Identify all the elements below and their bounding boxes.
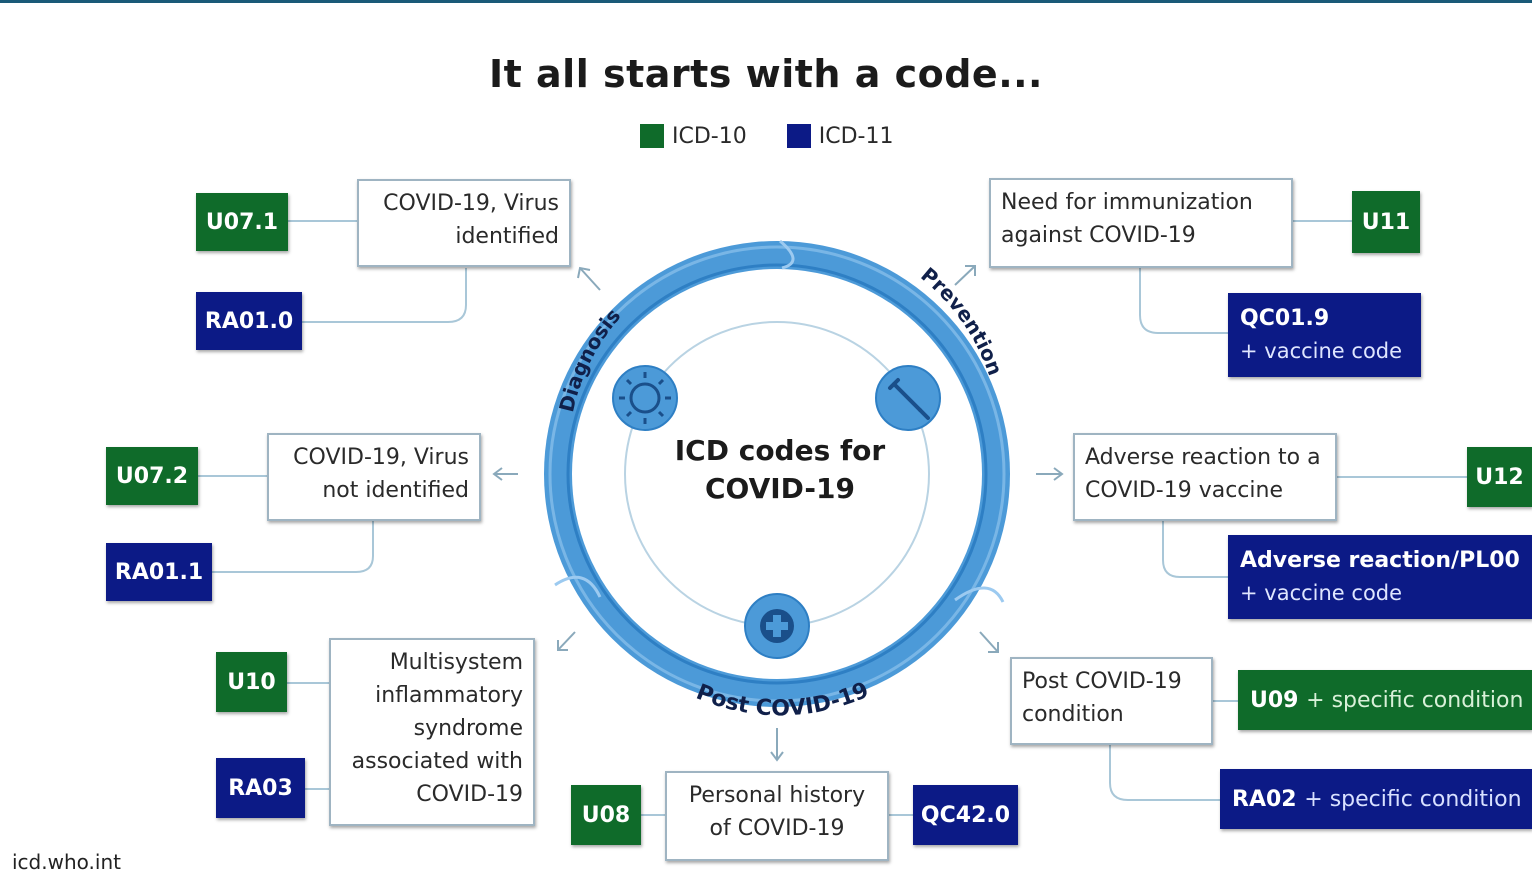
footer-source: icd.who.int [12, 850, 121, 874]
legend: ICD-10 ICD-11 [640, 120, 919, 152]
code-qc420: QC42.0 [913, 785, 1018, 845]
code-u072: U07.2 [106, 447, 198, 505]
legend-swatch-icd11 [786, 124, 811, 148]
legend-item-icd10: ICD-10 [640, 124, 747, 149]
box-adverse-reaction: Adverse reaction to a COVID-19 vaccine [1073, 433, 1337, 521]
code-adverse-pl00: Adverse reaction/PL00 + vaccine code [1228, 535, 1532, 619]
code-adverse-pl00-extra: + vaccine code [1240, 581, 1403, 605]
code-u09: U09 + specific condition [1238, 670, 1532, 730]
code-u10: U10 [216, 652, 287, 712]
code-ra011: RA01.1 [106, 543, 212, 601]
legend-swatch-icd10 [640, 124, 664, 148]
box-mis: Multisystem inflammatory syndrome associ… [329, 638, 535, 826]
page-title: It all starts with a code... [489, 52, 1043, 96]
code-u08: U08 [571, 785, 641, 845]
box-virus-not-identified: COVID-19, Virus not identified [267, 433, 481, 521]
code-ra02: RA02 + specific condition [1220, 769, 1532, 829]
code-u09-extra: + specific condition [1306, 687, 1524, 713]
center-label: ICD codes for COVID-19 [640, 432, 920, 508]
code-u09-label: U09 [1250, 687, 1299, 713]
box-virus-identified: COVID-19, Virus identified [357, 179, 571, 267]
code-u11: U11 [1352, 191, 1420, 253]
center-label-line2: COVID-19 [704, 472, 856, 505]
code-qc019-extra: + vaccine code [1240, 339, 1403, 363]
code-ra03: RA03 [216, 758, 305, 818]
box-post-condition: Post COVID-19 condition [1010, 657, 1213, 745]
box-immunization: Need for immunization against COVID-19 [989, 178, 1293, 268]
code-ra02-extra: + specific condition [1304, 786, 1522, 812]
medical-cross-icon [744, 593, 810, 659]
code-qc019-label: QC01.9 [1240, 306, 1330, 331]
code-qc019: QC01.9 + vaccine code [1228, 293, 1421, 377]
virus-icon [612, 365, 678, 431]
top-bar [0, 0, 1532, 3]
legend-label-icd11: ICD-11 [818, 123, 894, 149]
syringe-icon [875, 365, 941, 431]
legend-item-icd11: ICD-11 [786, 123, 894, 149]
code-adverse-pl00-label: Adverse reaction/PL00 [1240, 548, 1520, 573]
box-personal-history: Personal history of COVID-19 [665, 771, 889, 861]
legend-label-icd10: ICD-10 [672, 123, 747, 149]
code-ra02-label: RA02 [1232, 786, 1297, 812]
code-u12: U12 [1467, 447, 1532, 507]
code-u071: U07.1 [196, 193, 288, 251]
code-ra010: RA01.0 [196, 292, 302, 350]
center-label-line1: ICD codes for [674, 434, 886, 467]
